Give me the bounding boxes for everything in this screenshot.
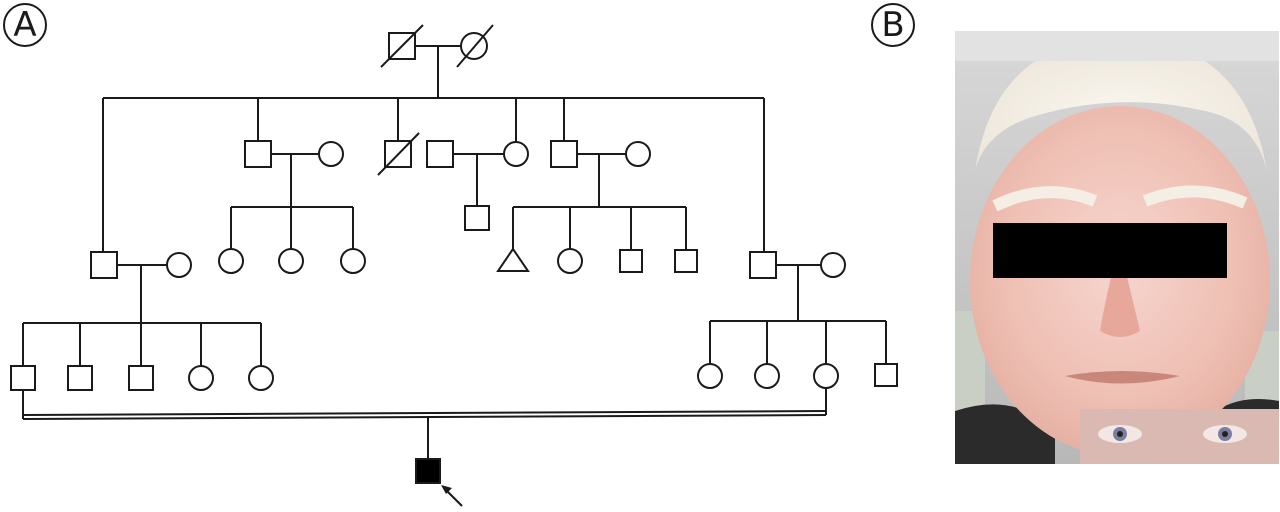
generation-1 (380, 24, 494, 98)
male (550, 140, 578, 168)
panel-label-b: B (871, 3, 915, 47)
generation-2 (102, 97, 765, 252)
deceased-slash (377, 132, 420, 176)
generation-4 (10, 320, 898, 391)
male (874, 363, 898, 387)
female (813, 363, 839, 389)
male (619, 249, 643, 273)
double-mating-line (22, 414, 827, 420)
female (166, 252, 192, 278)
female (503, 141, 529, 167)
male (10, 365, 36, 391)
double-mating-line (22, 410, 827, 416)
deceased-slash (456, 24, 494, 68)
male (464, 205, 490, 231)
female (754, 363, 780, 389)
female (557, 248, 583, 274)
female (318, 141, 344, 167)
censor-bar (993, 223, 1227, 278)
female (278, 248, 304, 274)
male (674, 249, 698, 273)
female (697, 363, 723, 389)
male (128, 365, 154, 391)
female (248, 365, 274, 391)
proband-arrow-head (441, 485, 452, 494)
male (67, 365, 93, 391)
male (749, 251, 777, 279)
deceased-slash (380, 24, 424, 68)
eyes-inset (1080, 409, 1279, 464)
consanguineous-union (22, 388, 827, 507)
generation-3 (90, 205, 846, 323)
panel-label-a: A (3, 3, 47, 47)
proband-affected-male (415, 458, 441, 484)
male (90, 251, 118, 279)
female (218, 248, 244, 274)
female (188, 365, 214, 391)
female (820, 252, 846, 278)
patient-photo (955, 31, 1279, 464)
female (625, 141, 651, 167)
female (340, 248, 366, 274)
male (244, 140, 272, 168)
unknown-sex (496, 247, 530, 272)
male (426, 140, 454, 168)
